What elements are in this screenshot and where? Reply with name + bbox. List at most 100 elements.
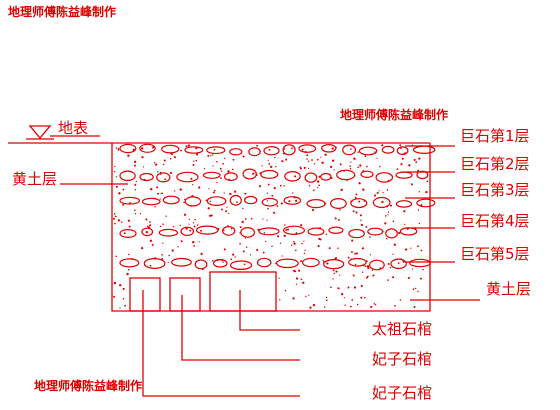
loess-dot <box>399 144 402 147</box>
boulder <box>358 146 378 156</box>
loess-dot <box>313 163 316 165</box>
loess-dot <box>123 232 126 235</box>
loess-dot <box>352 274 355 277</box>
loess-dot <box>364 155 367 158</box>
loess-dot <box>216 160 218 163</box>
loess-dot <box>230 228 233 230</box>
ground-symbol <box>28 125 52 140</box>
loess-dot <box>200 252 203 256</box>
boulder <box>206 196 227 207</box>
loess-dot <box>382 191 384 194</box>
boulder <box>194 259 208 270</box>
loess-dot <box>279 184 282 187</box>
loess-dot <box>183 213 187 216</box>
loess-dot <box>164 159 166 162</box>
loess-layer-label-right: 黄土层 <box>486 280 532 298</box>
loess-dot <box>308 184 311 187</box>
boulder <box>184 146 204 154</box>
loess-dot <box>392 253 394 255</box>
loess-dot <box>330 286 332 289</box>
loess-dot <box>113 281 117 285</box>
loess-dot <box>404 152 407 155</box>
loess-dot <box>232 253 235 256</box>
loess-dot <box>153 162 156 164</box>
loess-dot <box>294 175 297 178</box>
loess-dot <box>369 254 371 256</box>
loess-dot <box>350 258 352 261</box>
loess-dot <box>249 254 252 256</box>
loess-dot <box>400 163 403 166</box>
loess-dot <box>392 276 395 279</box>
loess-dot <box>425 190 428 194</box>
loess-dot <box>337 247 339 250</box>
loess-dot <box>270 165 273 169</box>
concubine-coffin-label-1: 妃子石棺 <box>372 350 433 368</box>
loess-dot <box>271 245 273 248</box>
loess-dot <box>122 287 125 290</box>
loess-dot <box>222 162 224 165</box>
loess-dot <box>239 232 241 234</box>
loess-dot <box>241 220 244 224</box>
loess-dot <box>242 250 245 253</box>
loess-dot <box>410 183 413 186</box>
boulder <box>261 197 278 207</box>
loess-dot <box>402 153 405 156</box>
loess-dot <box>316 158 319 161</box>
boulder <box>283 225 306 235</box>
loess-dot <box>371 269 373 271</box>
loess-dot <box>349 165 351 167</box>
loess-dot <box>404 248 408 251</box>
loess-dot <box>236 201 238 203</box>
loess-dot <box>150 188 153 191</box>
loess-dot <box>129 201 131 204</box>
loess-dot <box>413 305 416 309</box>
loess-dot <box>303 166 306 169</box>
boulder <box>206 146 226 155</box>
loess-dot <box>244 218 247 220</box>
loess-dot <box>226 206 228 208</box>
loess-dot <box>373 303 376 305</box>
loess-dot <box>331 159 335 162</box>
loess-dot <box>198 186 201 189</box>
loess-dot <box>358 182 361 185</box>
loess-dot <box>264 240 267 243</box>
boulder <box>395 200 413 208</box>
loess-dot <box>242 207 244 210</box>
loess-dot <box>350 305 352 308</box>
loess-dot <box>352 210 355 213</box>
loess-dot <box>363 264 365 267</box>
loess-dot <box>376 157 378 159</box>
loess-dot <box>338 274 341 276</box>
boulder <box>119 258 140 268</box>
loess-dot <box>324 153 327 156</box>
loess-dot <box>347 286 350 289</box>
loess-dot <box>223 248 226 251</box>
boulder-layers <box>119 143 436 271</box>
loess-dot <box>154 257 157 260</box>
loess-dot <box>285 158 288 161</box>
loess-dot <box>216 259 219 261</box>
boulder <box>350 198 368 209</box>
loess-dot <box>374 151 376 153</box>
loess-dot <box>376 191 379 194</box>
loess-dot <box>387 279 389 281</box>
boulder <box>158 228 178 237</box>
loess-dot <box>196 153 199 156</box>
loess-dot <box>183 198 186 201</box>
concubine-coffin-left-leader <box>142 290 300 397</box>
loess-dot <box>335 256 337 259</box>
loess-dot <box>408 164 411 167</box>
loess-dot <box>426 180 429 182</box>
loess-dot <box>323 202 327 205</box>
loess-dot <box>331 147 334 150</box>
loess-dot <box>145 230 149 234</box>
loess-dot <box>360 296 363 299</box>
loess-dot <box>293 242 296 245</box>
loess-dot <box>418 157 421 160</box>
boulder <box>248 147 261 157</box>
loess-dot <box>134 188 137 191</box>
loess-dot <box>367 232 370 234</box>
loess-dot <box>211 154 214 156</box>
loess-dot <box>120 221 123 223</box>
loess-dot <box>362 271 364 273</box>
